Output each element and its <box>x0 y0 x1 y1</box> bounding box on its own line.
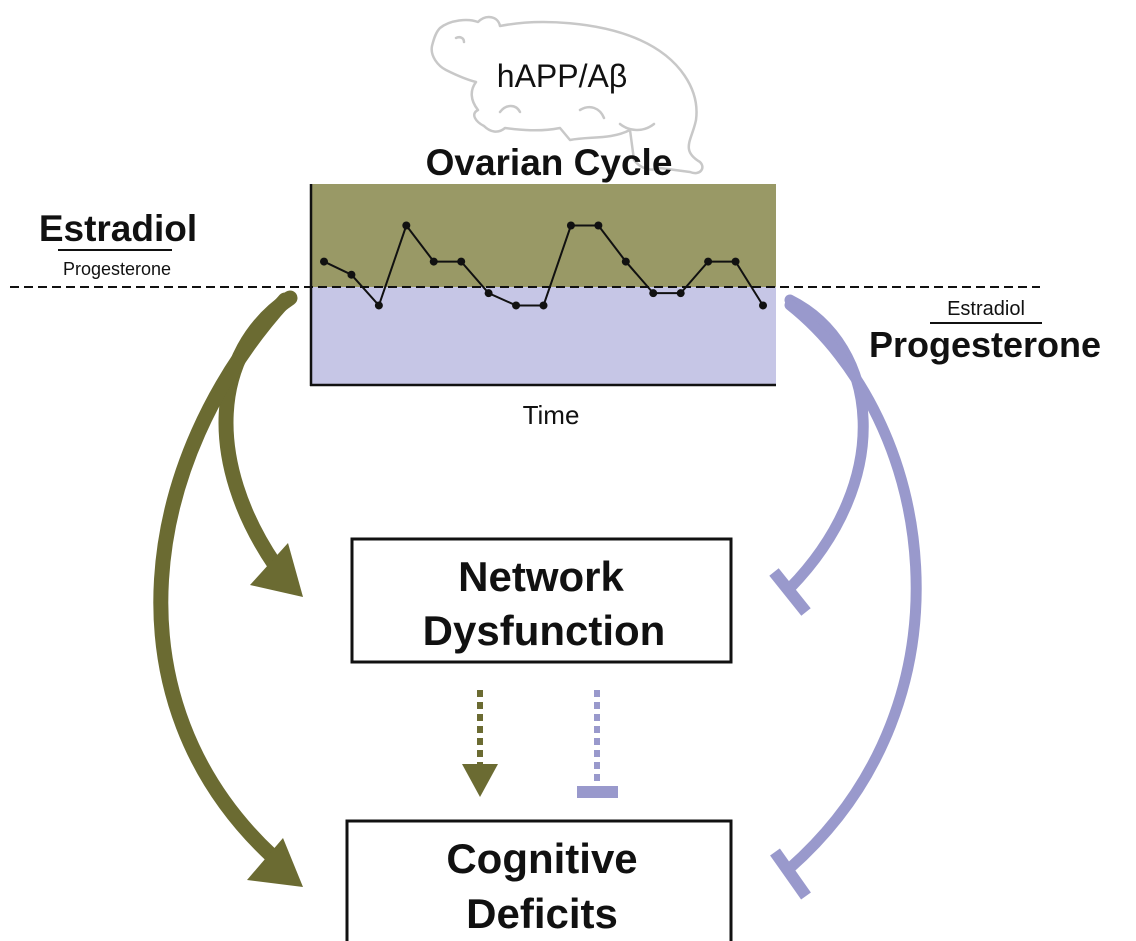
cycle-point-14 <box>676 289 685 298</box>
cycle-point-13 <box>649 289 658 298</box>
network-to-cognitive-links <box>462 690 618 798</box>
progesterone-to-cognitive-inhibition <box>784 299 922 874</box>
cycle-point-4 <box>402 221 411 230</box>
network-box-line2: Dysfunction <box>423 607 666 654</box>
estradiol-arrows <box>153 290 303 887</box>
estradiol-cognitive-arrowhead-icon <box>247 838 303 887</box>
cycle-points <box>320 221 767 310</box>
cycle-point-10 <box>566 221 575 230</box>
cycle-point-6 <box>457 257 466 266</box>
progesterone-cognitive-bar-icon <box>770 848 811 900</box>
progesterone-dotted-bar-icon <box>577 786 618 798</box>
left-ratio-numerator: Estradiol <box>39 208 197 249</box>
right-ratio-denominator: Progesterone <box>869 324 1101 365</box>
time-axis-label: Time <box>523 400 580 430</box>
cycle-point-3 <box>374 301 383 310</box>
cycle-point-9 <box>539 301 548 310</box>
cycle-point-16 <box>731 257 740 266</box>
cycle-point-1 <box>320 257 328 266</box>
estradiol-dotted-arrowhead-icon <box>462 764 498 797</box>
right-ratio-numerator: Estradiol <box>947 298 1025 320</box>
cognitive-deficits-box: Cognitive Deficits <box>345 819 733 941</box>
cycle-point-2 <box>347 270 356 279</box>
cycle-chart <box>309 184 776 387</box>
progesterone-inhibitors <box>769 294 922 900</box>
cycle-point-15 <box>704 257 713 266</box>
mouse-outline-icon <box>430 15 704 175</box>
cycle-point-12 <box>621 257 630 266</box>
progesterone-network-bar-icon <box>769 568 811 616</box>
cycle-point-7 <box>484 289 493 298</box>
cognitive-box-line1: Cognitive <box>446 835 637 882</box>
estradiol-band <box>311 184 776 287</box>
cycle-point-5 <box>429 257 438 266</box>
progesterone-to-network-inhibition <box>784 294 869 594</box>
network-dysfunction-box: Network Dysfunction <box>350 537 733 664</box>
cycle-title: Ovarian Cycle <box>426 142 673 183</box>
estradiol-to-cognitive-arrow <box>153 292 293 864</box>
cycle-point-11 <box>594 221 603 230</box>
model-label: hAPP/Aβ <box>497 58 627 94</box>
left-ratio-denominator: Progesterone <box>63 259 171 279</box>
network-box-line1: Network <box>458 553 624 600</box>
estradiol-network-arrowhead-icon <box>250 543 303 597</box>
cognitive-box-line2: Deficits <box>466 890 618 937</box>
cycle-point-8 <box>512 301 521 310</box>
cycle-point-17 <box>759 301 767 310</box>
